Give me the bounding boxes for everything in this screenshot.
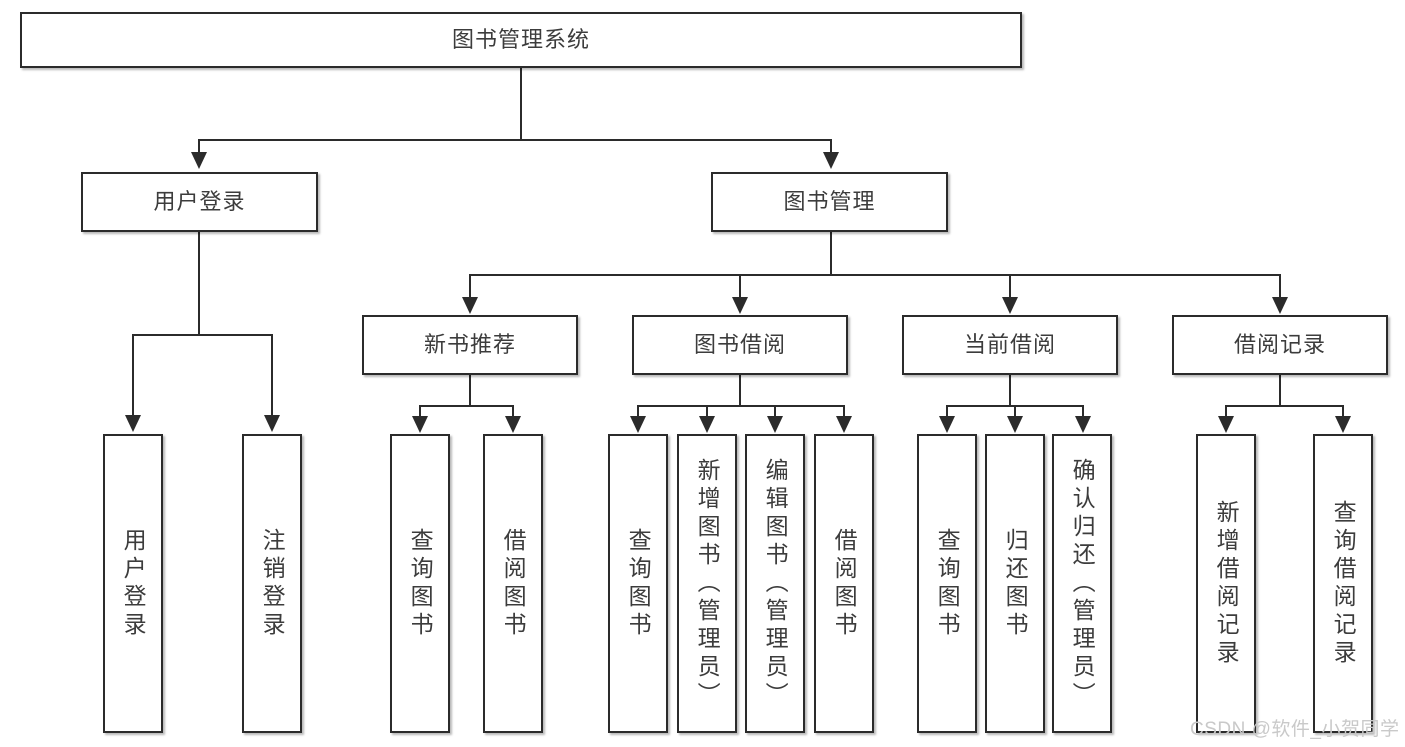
arrowhead-leaf-confirm-return [1075,416,1091,433]
node-label: 借阅图书 [831,527,858,640]
node-label: 新增借阅记录 [1213,499,1240,668]
node-label: 查询借阅记录 [1330,499,1357,668]
edge-book-borrow-stem [739,375,741,406]
node-leaf-add-book[interactable]: 新增图书（管理员） [677,434,737,733]
csdn-watermark: CSDN @软件_小贺同学 [1190,719,1400,740]
node-label: 查询图书 [625,527,652,640]
node-new-book-recommend[interactable]: 新书推荐 [362,315,578,375]
node-label: 图书借阅 [693,332,786,358]
node-label: 查询图书 [407,527,434,640]
edge-bm-drop-2 [739,274,741,299]
edge-user-login-drop-2 [271,334,273,416]
node-label: 新增图书（管理员） [694,457,721,710]
edge-br-drop-1 [1225,405,1227,418]
node-user-login[interactable]: 用户登录 [81,172,318,232]
node-label: 新书推荐 [423,332,516,358]
node-label: 图书管理 [783,189,876,215]
node-leaf-return-book[interactable]: 归还图书 [985,434,1045,733]
edge-root-bus [198,139,832,141]
edge-cb-drop-2 [1014,405,1016,418]
edge-bm-drop-3 [1009,274,1011,299]
node-leaf-query-book-2[interactable]: 查询图书 [608,434,668,733]
node-borrow-record[interactable]: 借阅记录 [1172,315,1388,375]
node-label: 确认归还（管理员） [1069,457,1096,710]
arrowhead-borrow-record [1272,297,1288,314]
arrowhead-leaf-query-book-1 [412,416,428,433]
arrowhead-leaf-add-book [699,416,715,433]
arrowhead-leaf-borrow-book-2 [836,416,852,433]
node-label: 归还图书 [1002,527,1029,640]
node-leaf-query-book-3[interactable]: 查询图书 [917,434,977,733]
edge-new-book-rec-bus [419,405,513,407]
node-label: 借阅图书 [500,527,527,640]
node-leaf-user-logout[interactable]: 注销登录 [242,434,302,733]
node-leaf-borrow-book-2[interactable]: 借阅图书 [814,434,874,733]
edge-user-login-bus [132,334,272,336]
arrowhead-leaf-user-login [125,415,141,432]
node-current-borrow[interactable]: 当前借阅 [902,315,1118,375]
node-leaf-query-borrow-record[interactable]: 查询借阅记录 [1313,434,1373,733]
node-root[interactable]: 图书管理系统 [20,12,1022,68]
node-label: 用户登录 [153,189,246,215]
arrowhead-leaf-edit-book [767,416,783,433]
edge-cb-drop-1 [946,405,948,418]
edge-nbr-drop-1 [419,405,421,418]
node-book-borrow[interactable]: 图书借阅 [632,315,848,375]
node-label: 当前借阅 [963,332,1056,358]
node-leaf-confirm-return[interactable]: 确认归还（管理员） [1052,434,1112,733]
arrowhead-new-book-rec [462,297,478,314]
edge-cb-drop-3 [1082,405,1084,418]
edge-root-to-user-login-drop [198,139,200,156]
node-label: 注销登录 [259,527,286,640]
node-leaf-user-login[interactable]: 用户登录 [103,434,163,733]
node-leaf-borrow-book-1[interactable]: 借阅图书 [483,434,543,733]
node-book-manage[interactable]: 图书管理 [711,172,948,232]
arrowhead-current-borrow [1002,297,1018,314]
edge-bm-drop-1 [469,274,471,299]
edge-book-manage-stem [830,232,832,275]
arrowhead-leaf-query-record [1335,416,1351,433]
edge-br-drop-2 [1342,405,1344,418]
edge-bb-drop-3 [774,405,776,418]
edge-book-manage-bus [469,274,1280,276]
edge-bm-drop-4 [1279,274,1281,299]
node-leaf-add-borrow-record[interactable]: 新增借阅记录 [1196,434,1256,733]
arrowhead-book-borrow [732,297,748,314]
arrowhead-leaf-query-book-3 [939,416,955,433]
edge-current-borrow-stem [1009,375,1011,406]
node-label: 用户登录 [120,527,147,640]
arrowhead-book-manage [823,152,839,169]
arrowhead-leaf-borrow-book-1 [505,416,521,433]
edge-borrow-record-bus [1225,405,1343,407]
node-leaf-query-book-1[interactable]: 查询图书 [390,434,450,733]
edge-user-login-stem [198,232,200,335]
arrowhead-leaf-user-logout [264,415,280,432]
edge-new-book-rec-stem [469,375,471,406]
node-label: 查询图书 [934,527,961,640]
edge-bb-drop-2 [706,405,708,418]
arrowhead-leaf-add-record [1218,416,1234,433]
arrowhead-leaf-query-book-2 [630,416,646,433]
edge-root-to-book-manage-drop [830,139,832,156]
edge-bb-drop-1 [637,405,639,418]
arrowhead-user-login [191,152,207,169]
node-label: 借阅记录 [1233,332,1326,358]
edge-borrow-record-stem [1279,375,1281,406]
edge-bb-drop-4 [843,405,845,418]
node-leaf-edit-book[interactable]: 编辑图书（管理员） [745,434,805,733]
arrowhead-leaf-return-book [1007,416,1023,433]
node-label: 编辑图书（管理员） [762,457,789,710]
edge-root-stem [520,68,522,140]
node-label: 图书管理系统 [451,27,590,53]
edge-user-login-drop-1 [132,334,134,416]
edge-book-borrow-bus [637,405,844,407]
edge-nbr-drop-2 [512,405,514,418]
